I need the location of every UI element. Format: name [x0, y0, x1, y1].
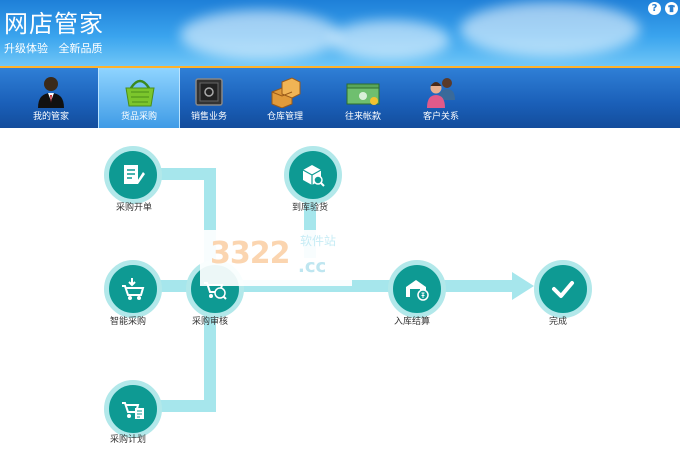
tab-label: 销售业务 — [190, 112, 227, 122]
node-smart-purchase[interactable] — [104, 260, 162, 318]
shirt-icon — [667, 4, 676, 13]
node-purchase-plan[interactable] — [104, 380, 162, 438]
main-toolbar: 我的管家 货品采购 销售业务 仓库管理 往来帐款 — [0, 66, 680, 128]
tab-my-manager[interactable]: 我的管家 — [10, 68, 92, 128]
tab-accounts[interactable]: 往来帐款 — [322, 68, 404, 128]
node-inspect-goods[interactable] — [284, 146, 342, 204]
connector-plan-right — [150, 400, 216, 412]
watermark-backdrop — [200, 230, 352, 286]
cart-list-icon — [122, 402, 144, 419]
connector-settle-done — [434, 280, 514, 292]
app-subtitle: 升级体验 全新品质 — [4, 40, 103, 56]
people-icon — [427, 78, 455, 108]
box-search-icon — [302, 165, 325, 187]
boxes-icon — [271, 77, 301, 108]
subtitle-upgrade: 升级体验 — [4, 42, 48, 55]
node-label: 入库结算 — [393, 317, 430, 327]
tab-label: 仓库管理 — [266, 112, 303, 122]
node-label: 智能采购 — [109, 317, 146, 327]
connector-order-right — [150, 168, 216, 180]
flow-canvas: 采购开单 到库验货 智能采购 采购审核 — [0, 128, 680, 475]
node-label: 采购计划 — [109, 435, 146, 445]
node-stock-settle[interactable] — [388, 260, 446, 318]
cloud-decoration — [180, 10, 340, 60]
node-purchase-order[interactable] — [104, 146, 162, 204]
cloud-decoration — [460, 2, 640, 57]
app-title: 网店管家 — [4, 10, 104, 38]
tab-label: 往来帐款 — [344, 112, 381, 122]
node-label: 到库验货 — [291, 203, 328, 213]
warehouse-coin-icon — [406, 280, 429, 301]
tab-sales[interactable]: 销售业务 — [168, 68, 250, 128]
document-pen-icon — [124, 165, 145, 184]
tab-label: 我的管家 — [32, 112, 69, 122]
watermark-number: 3322 — [210, 236, 290, 271]
checkmark-icon — [552, 281, 574, 298]
node-complete[interactable] — [534, 260, 592, 318]
window-controls: ? — [648, 2, 678, 15]
subtitle-quality: 全新品质 — [58, 42, 103, 55]
tab-label: 货品采购 — [120, 112, 157, 122]
safe-icon — [195, 78, 223, 106]
watermark-suffix: .cc — [298, 256, 327, 277]
tab-goods-purchase[interactable]: 货品采购 — [98, 68, 180, 128]
cloud-decoration — [330, 20, 450, 60]
tab-warehouse[interactable]: 仓库管理 — [244, 68, 326, 128]
app-header: 网店管家 升级体验 全新品质 ? — [0, 0, 680, 66]
arrow-head — [512, 272, 534, 300]
tab-customer-relations[interactable]: 客户关系 — [400, 68, 482, 128]
node-label: 采购审核 — [191, 317, 228, 327]
person-icon — [38, 77, 64, 108]
tab-label: 客户关系 — [422, 112, 459, 122]
connector-audit-down — [204, 314, 216, 412]
skin-button[interactable] — [665, 2, 678, 15]
help-button[interactable]: ? — [648, 2, 661, 15]
cash-icon — [346, 83, 380, 105]
basket-icon — [125, 79, 155, 107]
watermark-site: 软件站 — [300, 234, 337, 248]
cart-download-icon — [122, 278, 145, 300]
node-label: 采购开单 — [115, 203, 152, 213]
node-label: 完成 — [548, 317, 567, 327]
